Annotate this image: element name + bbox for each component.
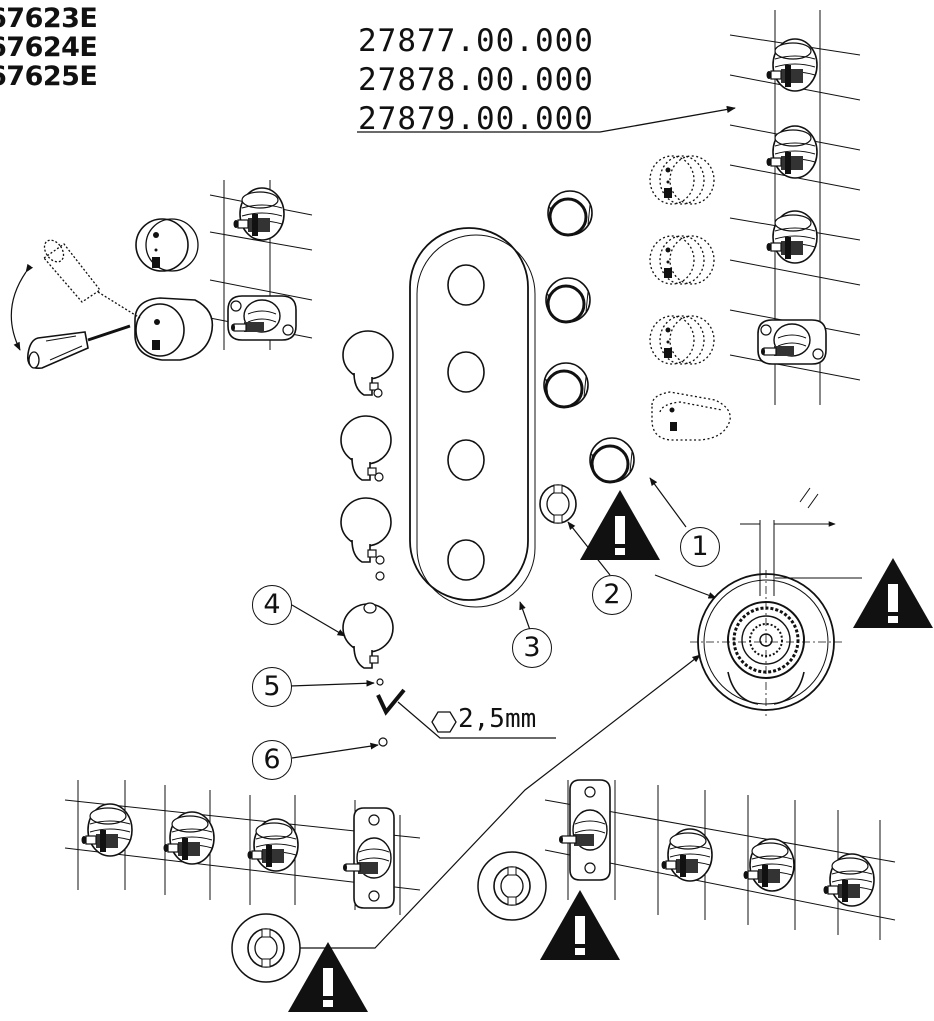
cartridge-detail-view [690,487,862,716]
callout-4: 4 [252,585,292,625]
dotted-knob-4 [651,391,731,441]
ring-part-1 [588,436,636,484]
stop-valve-right [757,319,827,365]
cartridge-bottom-left-1 [80,803,133,857]
grub-screws [363,388,388,747]
cartridge-right-3 [765,210,818,264]
dotted-knob-3 [649,315,715,365]
screwdriver-dotted [43,239,141,319]
cartridge-bottom-right-1 [660,828,713,882]
stop-valve-bottom-right [558,779,611,881]
model-codes: 67623E 67624E 67625E [0,3,98,92]
rotation-arrow-icon [10,263,34,351]
dotted-knob-2 [649,235,715,285]
hexagon-icon [431,711,457,733]
ring-3 [542,361,590,409]
cartridge-bottom-left-2 [162,811,215,865]
model-code: 67624E [0,32,98,63]
handle-2 [340,415,392,481]
collar-bottom-right [477,851,547,921]
callout-5: 5 [252,667,292,707]
allen-key-icon [376,688,406,716]
ring-2 [544,276,592,324]
collar-part-2 [539,484,577,524]
cartridge-bottom-right-2 [742,838,795,892]
part-number: 27879.00.000 [358,101,594,137]
cartridge-bottom-right-3 [822,853,875,907]
cartridge-bottom-left-3 [246,818,299,872]
callout-1: 1 [680,527,720,567]
part-number-leader [357,105,736,133]
callout-2: 2 [592,575,632,615]
knob-with-lever [134,297,214,361]
handle-3 [340,497,392,563]
hex-key-size: 2,5mm [458,704,537,734]
cover-plate-part-3 [409,227,536,608]
warning-triangle-icon [540,890,620,960]
detail-leader [300,654,701,949]
stop-valve-bottom-left [342,807,395,909]
handle-1 [342,330,394,396]
warning-triangle-icon [853,558,933,628]
knob-upper-left [135,218,199,272]
collar-bottom-left [231,913,301,983]
model-code: 67623E [0,3,98,34]
part-number: 27878.00.000 [358,62,594,98]
cartridge-upper-left [232,187,285,241]
part-numbers: 27877.00.000 27878.00.000 27879.00.000 [358,22,594,139]
callout-3: 3 [512,628,552,668]
ring-1 [546,189,594,237]
warning-triangle-icon [580,490,660,560]
stop-valve-upper-left [227,295,297,341]
screwdriver-icon [26,324,131,370]
handle-part-4 [342,603,394,669]
part-number: 27877.00.000 [358,23,594,59]
dotted-knob-1 [649,155,715,205]
model-code: 67625E [0,61,98,92]
hex-leader [397,701,556,739]
callout-6: 6 [252,740,292,780]
